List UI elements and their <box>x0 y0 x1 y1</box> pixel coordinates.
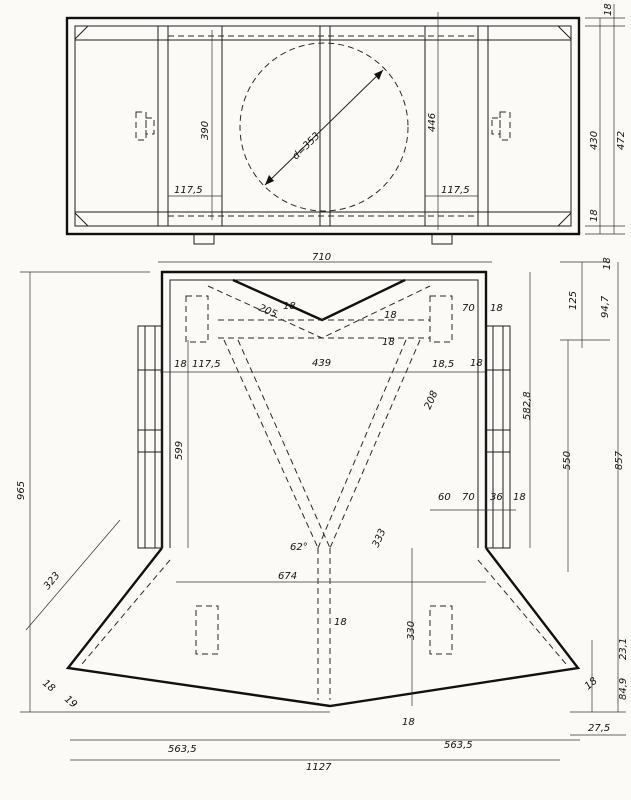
driver-cutout-circle <box>239 42 409 212</box>
dim-550: 550 <box>562 451 573 470</box>
dim-710: 710 <box>312 252 331 263</box>
right-slot <box>429 605 453 655</box>
top-v-baffle <box>232 278 406 322</box>
dim-23-1: 23,1 <box>618 638 629 660</box>
top-view-outer-frame <box>65 16 581 236</box>
dim-205: 205 <box>257 303 279 321</box>
top-view-inner-frame <box>74 25 572 227</box>
dim-117-5: 117,5 <box>192 359 221 370</box>
dim-18-center: 18 <box>334 617 347 628</box>
inner-fold-right <box>329 339 421 549</box>
dim-18-r2: 18 <box>513 492 526 503</box>
dim-208: 208 <box>423 389 441 411</box>
dim-599: 599 <box>174 441 185 460</box>
dim-18-top-right: 18 <box>490 303 503 314</box>
dim-117-5-right: 117,5 <box>441 185 470 196</box>
top-foot-left <box>193 233 215 245</box>
dim-965: 965 <box>16 481 27 500</box>
dim-390: 390 <box>200 121 211 140</box>
dim-d353: d=353 <box>290 131 322 162</box>
dim-18-5: 18,5 <box>432 359 454 370</box>
left-slot <box>195 605 219 655</box>
top-view: d=353 390 446 117,5 117,5 430 472 18 18 <box>65 3 627 245</box>
dim-18-bottom: 18 <box>589 209 600 222</box>
dim-62-deg: 62° <box>290 542 308 553</box>
left-side-panel <box>137 325 163 549</box>
dim-330: 330 <box>406 621 417 640</box>
dim-18-top: 18 <box>603 3 614 16</box>
dim-857: 857 <box>614 450 625 470</box>
dim-84-9: 84,9 <box>618 678 629 700</box>
dim-36: 36 <box>490 492 503 503</box>
dim-70: 70 <box>462 492 475 503</box>
dim-117-5-left: 117,5 <box>174 185 203 196</box>
dim-18-br: 18 <box>583 676 600 693</box>
horn-flare <box>65 547 581 708</box>
dim-19-bl: 19 <box>62 694 79 711</box>
dim-563-5-left: 563,5 <box>168 744 197 755</box>
dim-60: 60 <box>438 492 451 503</box>
box-outline <box>160 270 488 548</box>
dim-125: 125 <box>568 291 579 310</box>
dim-94-7: 94,7 <box>600 295 611 318</box>
dim-472: 472 <box>616 131 627 150</box>
dim-323: 323 <box>42 570 63 592</box>
dim-27-5: 27,5 <box>588 723 610 734</box>
corner-braces <box>74 25 572 227</box>
inner-fold-left <box>223 339 319 549</box>
dim-18-a: 18 <box>283 301 296 312</box>
front-view: 710 205 18 18 18 70 18 125 94,7 18 18 11… <box>16 252 629 773</box>
left-handle <box>135 111 147 141</box>
dim-582-8: 582,8 <box>522 391 533 420</box>
dim-674: 674 <box>278 571 297 582</box>
diameter-line <box>264 69 384 186</box>
dim-446: 446 <box>427 113 438 132</box>
dim-563-5-right: 563,5 <box>444 740 473 751</box>
dim-18-bottom: 18 <box>402 717 415 728</box>
top-foot-right <box>431 233 453 245</box>
dim-18-right: 18 <box>470 358 483 369</box>
dim-18-c: 18 <box>382 337 395 348</box>
dim-70-top: 70 <box>462 303 475 314</box>
dim-18-rt: 18 <box>602 257 613 270</box>
dim-439: 439 <box>312 358 331 369</box>
dim-18-bl: 18 <box>40 678 57 695</box>
dim-1127: 1127 <box>306 762 332 773</box>
right-side-panel <box>485 325 511 549</box>
dim-18-b: 18 <box>384 310 397 321</box>
right-handle <box>499 111 511 141</box>
dim-333: 333 <box>371 527 389 549</box>
dim-18-left: 18 <box>174 359 187 370</box>
dim-430: 430 <box>589 131 600 150</box>
